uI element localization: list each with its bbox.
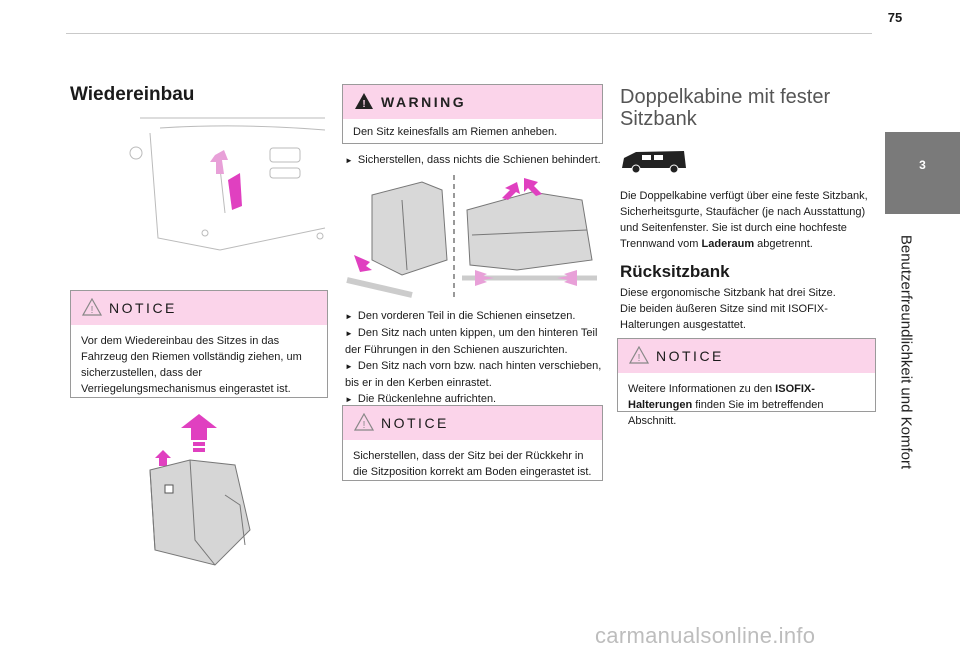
title-line: Doppelkabine mit fester — [620, 86, 831, 108]
intro-end: abgetrennt. — [754, 238, 813, 250]
svg-text:!: ! — [91, 305, 94, 316]
seat-lift-illustration — [149, 414, 251, 566]
notice-label: NOTICE — [109, 300, 177, 316]
notice-text-post: finden Sie im betreffenden Abschnitt. — [628, 399, 824, 427]
section-title-doppelkabine: Doppelkabine mit fester Sitzbank — [620, 86, 830, 130]
title-line: Sitzbank — [620, 108, 697, 130]
subheading-ruecksitzbank: Rücksitzbank — [620, 262, 730, 281]
doppelkabine-intro: Die Doppelkabine verfügt über eine feste… — [620, 188, 868, 252]
caution-icon: ! — [82, 298, 102, 316]
steps-list: Den vorderen Teil in die Schienen einset… — [345, 308, 603, 408]
section-heading-wiedereinbau: Wiedereinbau — [70, 84, 195, 105]
van-icon — [622, 151, 686, 174]
notice-header: ! NOTICE — [71, 291, 327, 325]
step-item: Den Sitz nach vorn bzw. nach hinten vers… — [345, 358, 603, 391]
notice-text: Weitere Informationen zu den ISOFIX-Halt… — [618, 373, 875, 437]
chapter-tab[interactable]: 3 — [885, 132, 960, 214]
intro-bold: Laderaum — [701, 238, 755, 250]
notice-box: ! NOTICE Sicherstellen, dass der Sitz be… — [342, 405, 603, 481]
notice-box: ! NOTICE Weitere Informationen zu den IS… — [617, 338, 876, 427]
ruecksitzbank-body: Diese ergonomische Sitzbank hat drei Sit… — [620, 287, 836, 331]
header-divider — [66, 33, 872, 34]
step-item: Die Rückenlehne aufrichten. — [345, 391, 603, 408]
notice-text-pre: Weitere Informationen zu den — [628, 383, 776, 395]
step-item: Den Sitz nach unten kippen, um den hinte… — [345, 325, 603, 358]
step-check-rails: Sicherstellen, dass nichts die Schienen … — [345, 152, 601, 169]
svg-text:!: ! — [363, 420, 366, 431]
seat-rails-illustration — [346, 175, 597, 300]
chapter-number: 3 — [919, 158, 926, 172]
intro-text: Die Doppelkabine verfügt über eine feste… — [620, 190, 868, 250]
notice-text: Sicherstellen, dass der Sitz bei der Rüc… — [353, 450, 592, 478]
notice-text: Vor dem Wiedereinbau des Sitzes in das F… — [81, 335, 302, 395]
notice-label: NOTICE — [381, 415, 449, 431]
chapter-title: Benutzerfreundlichkeit und Komfort — [897, 234, 915, 470]
warning-icon: ! — [355, 93, 373, 110]
svg-text:!: ! — [638, 353, 641, 364]
notice-label: NOTICE — [656, 348, 724, 364]
notice-header: ! NOTICE — [618, 339, 875, 373]
notice-header: ! NOTICE — [343, 406, 602, 440]
warning-label: WARNING — [381, 94, 467, 110]
warning-header: ! WARNING — [343, 85, 602, 119]
warning-box: ! WARNING Den Sitz keinesfalls am Riemen… — [342, 84, 603, 144]
caution-icon: ! — [629, 346, 649, 364]
notice-box: ! NOTICE Vor dem Wiedereinbau des Sitzes… — [70, 290, 328, 398]
vehicle-floor-illustration — [129, 117, 326, 251]
page-number: 75 — [887, 10, 903, 25]
watermark: carmanualsonline.info — [595, 623, 816, 648]
warning-text: Den Sitz keinesfalls am Riemen anheben. — [353, 126, 558, 138]
notice-text-bold: ISOFIX-Halterungen — [628, 383, 815, 411]
step-item: Den vorderen Teil in die Schienen einset… — [345, 308, 603, 325]
svg-text:!: ! — [362, 99, 365, 110]
chapter-title-vertical: Benutzerfreundlichkeit und Komfort — [876, 232, 936, 472]
caution-icon: ! — [354, 413, 374, 431]
